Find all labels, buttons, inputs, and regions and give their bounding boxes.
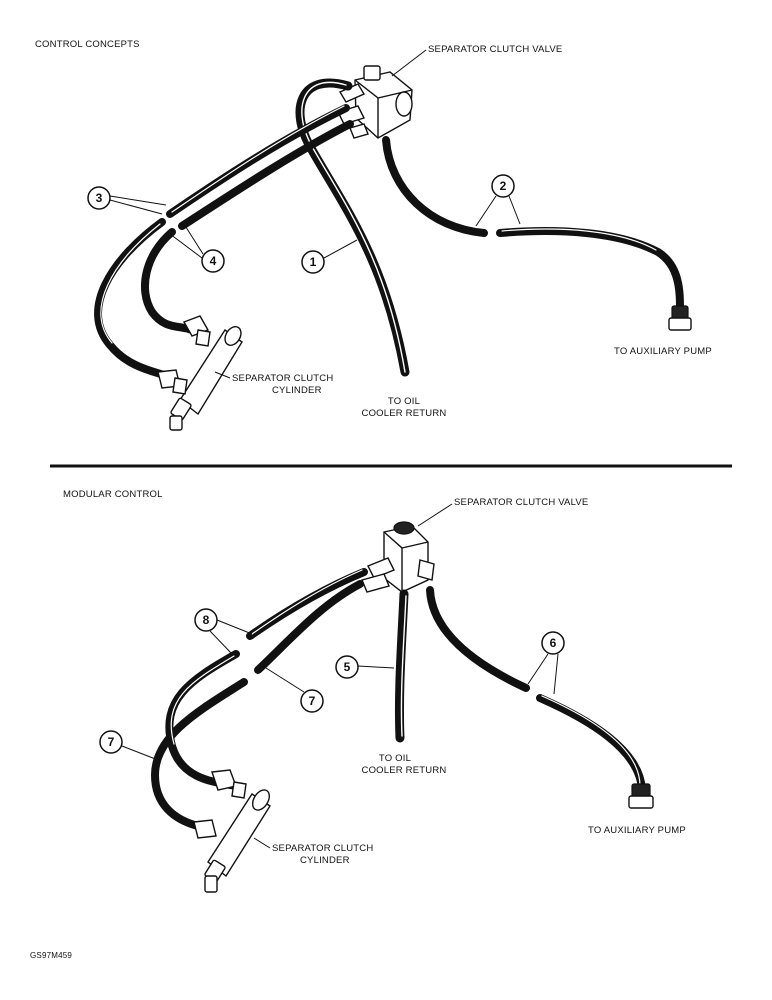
cylinder-label-bottom-line1: SEPARATOR CLUTCH [272,843,373,854]
cylinder-label-bottom-line2: CYLINDER [300,855,350,866]
hoses-7-8-to-cylinder [151,568,368,830]
svg-text:4: 4 [210,254,217,268]
valve-label-top: SEPARATOR CLUTCH VALVE [428,44,562,55]
cylinder-label-top-line2: CYLINDER [272,385,322,396]
cylinder-leader-top [214,371,231,379]
separator-clutch-valve-top [337,65,413,139]
callout-8: 8 [194,608,253,655]
separator-clutch-valve-bottom [361,521,435,593]
hoses-3-4-to-cylinder [94,104,354,382]
section-title-modular-control: MODULAR CONTROL [63,489,163,500]
callout-5: 5 [335,655,395,679]
callout-3: 3 [87,186,167,215]
oil-label-top-line1: TO OIL [388,396,420,407]
modular-control-section: MODULAR CONTROL SEPARATOR CLUTCH VALVE [63,489,686,893]
svg-text:1: 1 [310,255,317,269]
cylinder-leader-bottom [253,837,271,849]
cylinder-label-top-line1: SEPARATOR CLUTCH [232,373,333,384]
pump-label-top: TO AUXILIARY PUMP [614,346,712,357]
hose-2-auxiliary-pump [382,136,692,331]
svg-text:3: 3 [96,191,103,205]
callout-4: 4 [169,223,225,273]
figure-id: GS97M459 [30,951,72,960]
svg-text:2: 2 [500,179,507,193]
separator-clutch-cylinder-bottom [193,769,271,893]
hose-5-oil-cooler-return [394,589,409,743]
svg-text:6: 6 [550,636,557,650]
callout-6: 6 [527,631,565,695]
oil-label-top-line2: COOLER RETURN [362,408,447,419]
callout-7-lower: 7 [99,730,159,761]
valve-leader-bottom [417,503,453,527]
hose-1-oil-cooler-return [295,78,410,377]
svg-text:8: 8 [203,613,210,627]
svg-text:7: 7 [108,735,115,749]
valve-leader-top [391,49,427,77]
svg-text:7: 7 [309,694,316,708]
pump-label-bottom: TO AUXILIARY PUMP [588,825,686,836]
svg-text:5: 5 [344,660,351,674]
hose-6-auxiliary-pump [426,586,654,809]
oil-label-bottom-line2: COOLER RETURN [362,765,447,776]
callout-7-upper: 7 [265,667,324,713]
separator-clutch-cylinder-top [157,315,243,431]
section-title-control-concepts: CONTROL CONCEPTS [35,39,140,50]
callout-2: 2 [475,174,521,227]
control-concepts-section: CONTROL CONCEPTS SEPARATOR CLUTCH VALVE [35,39,712,431]
valve-label-bottom: SEPARATOR CLUTCH VALVE [454,497,588,508]
callout-1: 1 [301,239,358,274]
oil-label-bottom-line1: TO OIL [379,753,411,764]
